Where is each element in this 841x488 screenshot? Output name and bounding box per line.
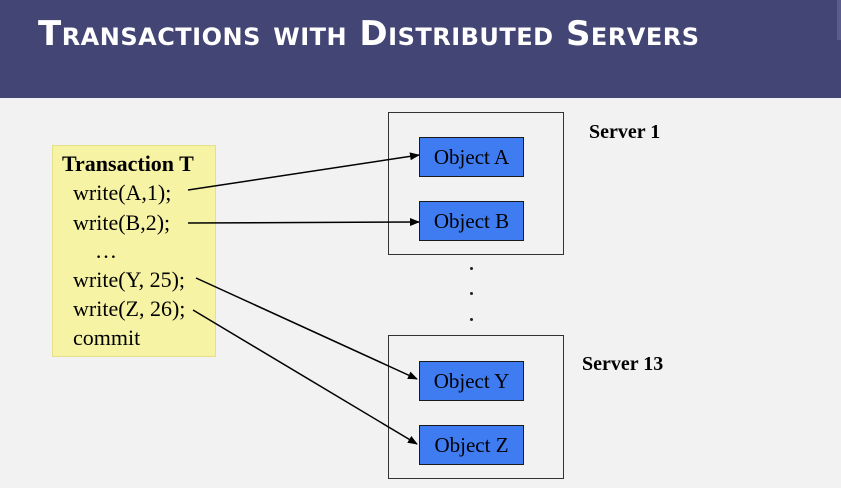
- server-13-label: Server 13: [582, 353, 664, 375]
- arrow-write-y-to-object-y: [195, 277, 418, 380]
- transaction-line-write-b: write(B,2);: [73, 210, 171, 235]
- arrow-write-b-to-object-b: [187, 218, 420, 227]
- transaction-line-write-y: write(Y, 25);: [73, 267, 186, 292]
- arrow-write-a-to-object-a: [187, 152, 420, 191]
- transaction-box: [52, 145, 216, 357]
- server-1-label: Server 1: [589, 121, 661, 143]
- ellipsis-dot: [470, 292, 473, 295]
- transaction-line-commit: commit: [73, 325, 141, 350]
- object-y-box: Object Y: [419, 361, 524, 401]
- object-b-box: Object B: [419, 201, 524, 241]
- ellipsis-dot: [470, 318, 473, 321]
- slide-header: Transactions with Distributed Servers: [0, 0, 841, 98]
- object-a-box: Object A: [419, 137, 524, 177]
- slide-title: Transactions with Distributed Servers: [38, 14, 700, 54]
- arrow-write-z-to-object-z: [192, 309, 418, 445]
- transaction-title: Transaction T: [62, 151, 194, 176]
- object-z-box: Object Z: [419, 425, 524, 465]
- transaction-line-ellipsis: …: [95, 238, 117, 263]
- ellipsis-dot: [470, 267, 473, 270]
- header-edge-strip: [837, 0, 841, 40]
- transaction-line-write-z: write(Z, 26);: [73, 296, 186, 321]
- transaction-line-write-a: write(A,1);: [73, 180, 172, 205]
